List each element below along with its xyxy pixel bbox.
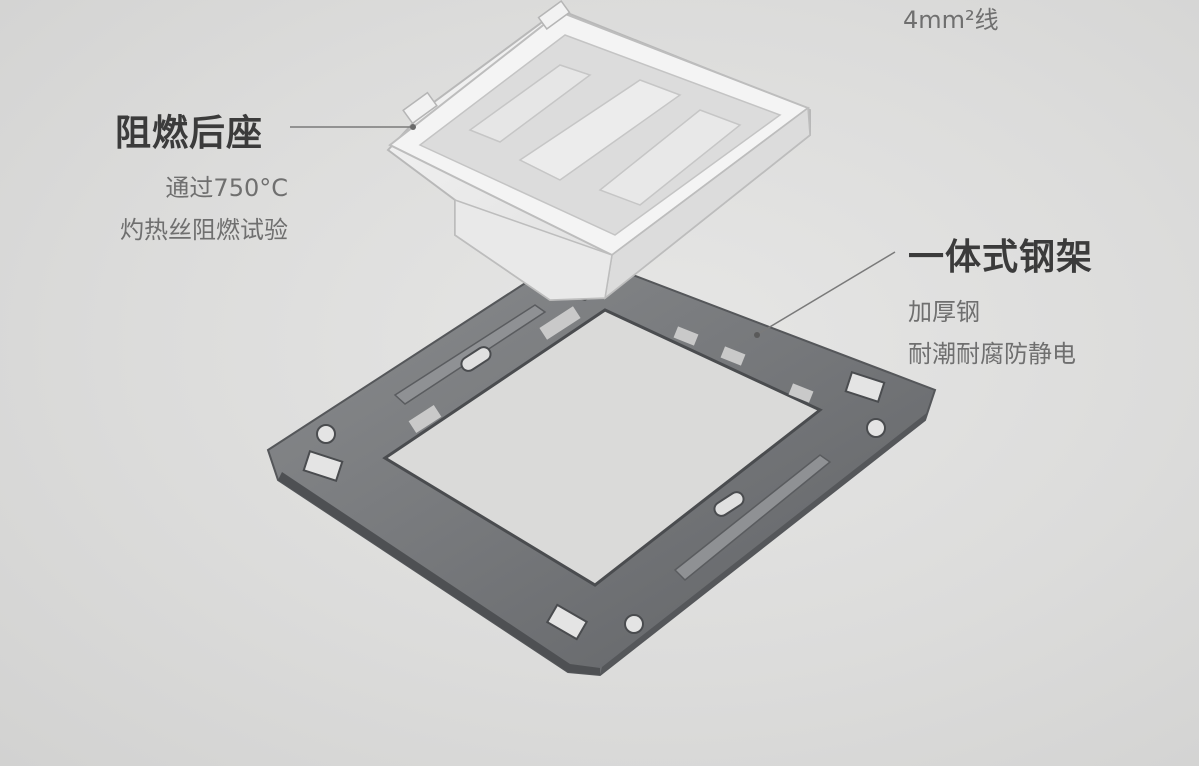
- steel-frame-leader-dot: [754, 332, 760, 338]
- wire-spec-text: 4mm²线: [903, 6, 999, 34]
- steel-frame-desc-line-1: 加厚钢: [908, 298, 980, 326]
- back-seat-desc-line-1: 通过750°C: [165, 174, 288, 202]
- steel-frame-title: 一体式钢架: [908, 237, 1094, 278]
- back-seat-leader-dot: [410, 124, 416, 130]
- steel-frame-image: [266, 270, 937, 677]
- steel-frame-leader-line: [757, 251, 896, 335]
- back-seat-title: 阻燃后座: [115, 113, 264, 154]
- back-seat-desc-line-2: 灼热丝阻燃试验: [120, 216, 288, 244]
- back-seat-image: [386, 0, 811, 302]
- steel-frame-desc-line-2: 耐潮耐腐防静电: [908, 340, 1076, 368]
